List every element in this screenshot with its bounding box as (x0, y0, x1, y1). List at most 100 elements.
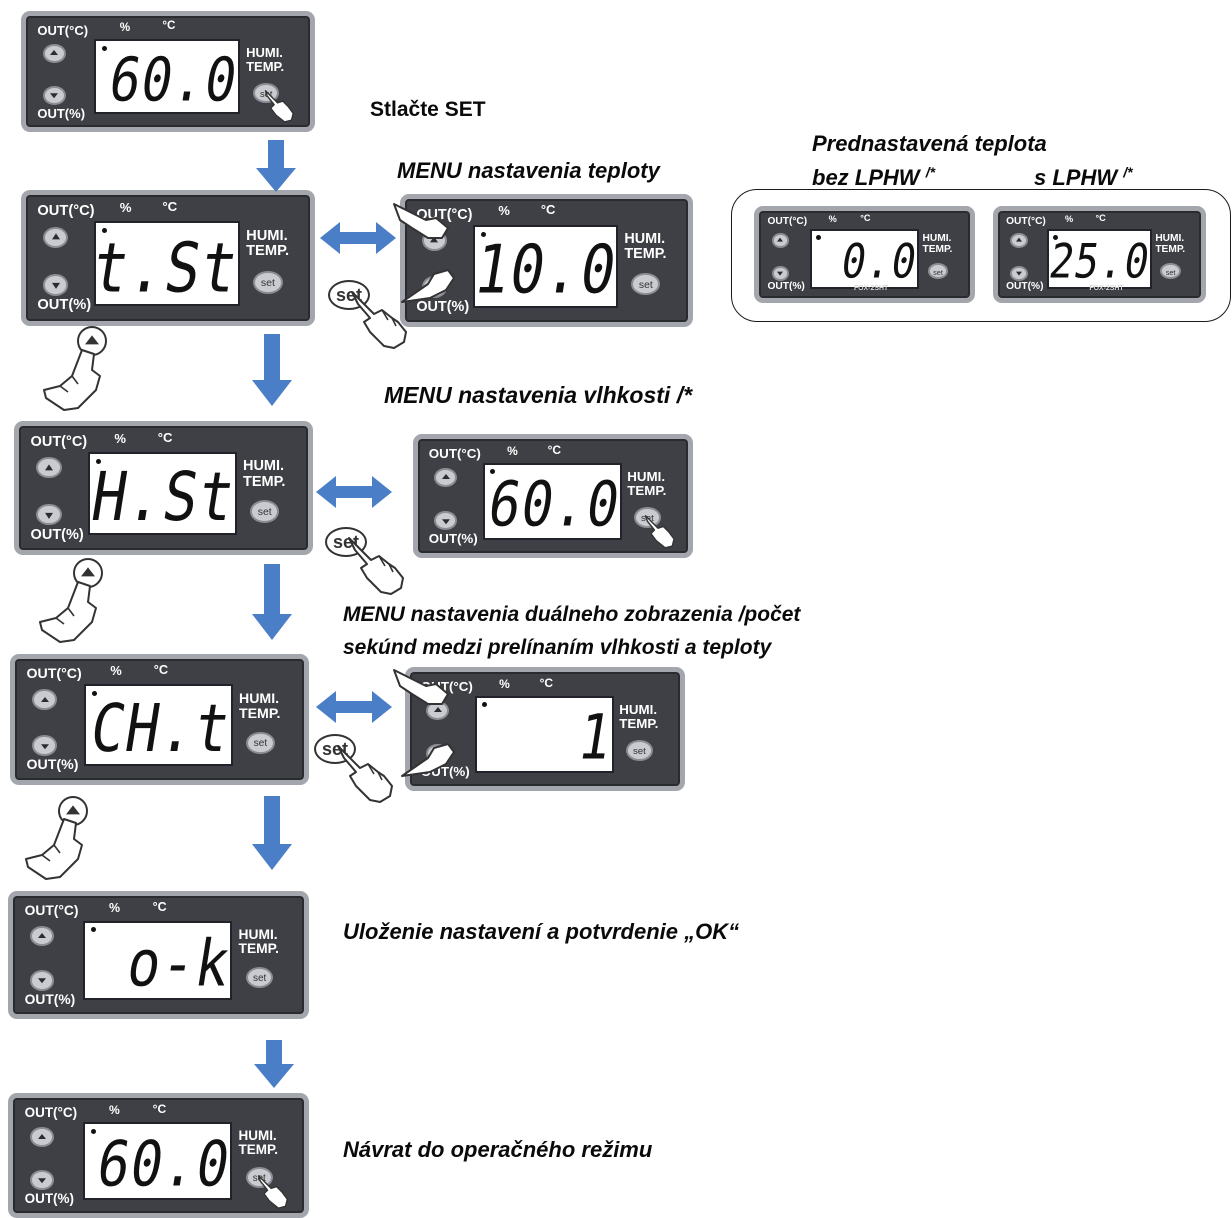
temp-label: TEMP. (239, 942, 279, 956)
humi-label: HUMI. (1155, 234, 1184, 244)
lcd-screen: 0.0 (810, 229, 920, 289)
temp-label: TEMP. (619, 717, 658, 730)
humidity-menu-label: MENU nastavenia vlhkosti /* (384, 381, 692, 411)
percent-label: % (507, 445, 518, 457)
up-arrow-button[interactable] (36, 457, 61, 478)
pointing-hand-icon (262, 89, 297, 124)
temp-label: TEMP. (627, 484, 666, 497)
down-arrow-button[interactable] (43, 274, 68, 296)
temp-menu-label: MENU nastavenia teploty (397, 157, 660, 186)
down-arrow-button[interactable] (43, 86, 66, 105)
pointing-hand-icon (642, 514, 678, 550)
pointing-hand-icon (20, 815, 90, 883)
percent-label: % (110, 665, 121, 678)
percent-label: % (829, 215, 837, 224)
double-arrow-icon (320, 220, 396, 256)
humi-label: HUMI. (624, 232, 665, 246)
pointing-hand-icon (345, 534, 409, 598)
lcd-readout: 25.0 (1046, 239, 1153, 286)
pointing-hand-icon (34, 578, 104, 646)
out-celsius-label: OUT(°C) (1006, 217, 1046, 227)
indicator-dot (91, 1129, 96, 1134)
lcd-screen: 10.0 (473, 225, 619, 308)
temp-label: TEMP. (923, 245, 953, 255)
temp-label: TEMP. (1155, 245, 1185, 255)
lcd-screen: 1 (475, 696, 614, 773)
temp-label: TEMP. (624, 247, 666, 261)
pointing-hand-icon (398, 262, 458, 306)
celsius-label: °C (158, 431, 173, 444)
down-arrow-button[interactable] (772, 266, 790, 281)
set-button[interactable]: set (250, 500, 279, 523)
lcd-readout: H.St (87, 464, 240, 531)
set-button[interactable]: set (246, 967, 274, 989)
lcd-screen: CH.t (84, 684, 233, 765)
set-button[interactable]: set (246, 732, 274, 754)
set-button[interactable]: set (928, 263, 948, 279)
set-button[interactable]: set (1160, 263, 1180, 279)
up-arrow-button[interactable] (434, 468, 457, 488)
up-arrow-button[interactable] (43, 44, 66, 63)
up-arrow-button[interactable] (30, 1127, 53, 1147)
set-button[interactable]: set (631, 273, 660, 295)
lcd-screen: t.St (94, 221, 240, 306)
temp-label: TEMP. (239, 707, 280, 721)
lcd-readout: 0.0 (838, 239, 920, 286)
up-arrow-button[interactable] (1010, 233, 1028, 248)
down-arrow-button[interactable] (1010, 266, 1028, 281)
down-arrow-button[interactable] (434, 511, 457, 531)
down-arrow-button[interactable] (30, 1170, 53, 1190)
with-lphw-text: s LPHW (1034, 165, 1117, 190)
out-celsius-label: OUT(°C) (27, 667, 82, 681)
controller-panel-step3: OUT(°C)%°COUT(%)H.StHUMI.TEMP.set (14, 421, 313, 555)
humi-label: HUMI. (243, 459, 284, 474)
percent-label: % (1065, 215, 1073, 224)
up-arrow-button[interactable] (32, 689, 57, 710)
out-percent-label: OUT(%) (25, 1192, 74, 1205)
footnote-mark: /* (926, 164, 935, 180)
down-arrow-button[interactable] (32, 735, 57, 756)
out-percent-label: OUT(%) (37, 107, 85, 120)
set-button[interactable]: set (626, 740, 653, 761)
humi-label: HUMI. (239, 692, 279, 706)
double-arrow-icon (316, 474, 392, 510)
out-celsius-label: OUT(°C) (37, 204, 94, 219)
down-arrow-button[interactable] (30, 970, 54, 990)
lcd-readout: 60.0 (105, 51, 242, 111)
temp-label: TEMP. (239, 1143, 278, 1156)
lcd-readout: 60.0 (93, 1134, 235, 1197)
humi-label: HUMI. (619, 703, 657, 716)
celsius-label: °C (162, 200, 177, 213)
controller-panel-humidity-value: OUT(°C)%°COUT(%)60.0HUMI.TEMP.set (413, 434, 693, 558)
humi-label: HUMI. (246, 46, 283, 59)
percent-label: % (498, 205, 510, 218)
controller-panel-step6: OUT(°C)%°COUT(%)60.0HUMI.TEMP.set (8, 1093, 309, 1218)
temp-label: TEMP. (246, 60, 284, 73)
up-arrow-button[interactable] (43, 227, 68, 249)
celsius-label: °C (162, 20, 175, 32)
up-arrow-button[interactable] (772, 233, 790, 248)
up-arrow-button[interactable] (30, 926, 54, 946)
celsius-label: °C (1095, 214, 1105, 223)
out-percent-label: OUT(%) (1006, 282, 1043, 292)
lcd-readout: 1 (574, 707, 616, 769)
dual-menu-label-line2: sekúnd medzi prelínaním vlhkosti a teplo… (343, 634, 771, 661)
down-arrow-button[interactable] (36, 504, 61, 525)
celsius-label: °C (153, 1103, 167, 1115)
out-celsius-label: OUT(°C) (31, 435, 88, 450)
percent-label: % (109, 1104, 120, 1116)
preset-title-label: Prednastavená teplota (812, 130, 1047, 159)
celsius-label: °C (541, 204, 556, 217)
arrow-down-icon (252, 564, 292, 640)
percent-label: % (109, 902, 120, 914)
lcd-readout: CH.t (86, 697, 235, 763)
lcd-readout: 10.0 (470, 237, 622, 304)
lcd-screen: 60.0 (94, 39, 240, 114)
out-celsius-label: OUT(°C) (767, 217, 807, 227)
celsius-label: °C (860, 214, 870, 223)
set-button[interactable]: set (253, 271, 282, 294)
out-celsius-label: OUT(°C) (25, 904, 79, 918)
double-arrow-icon (316, 689, 392, 725)
